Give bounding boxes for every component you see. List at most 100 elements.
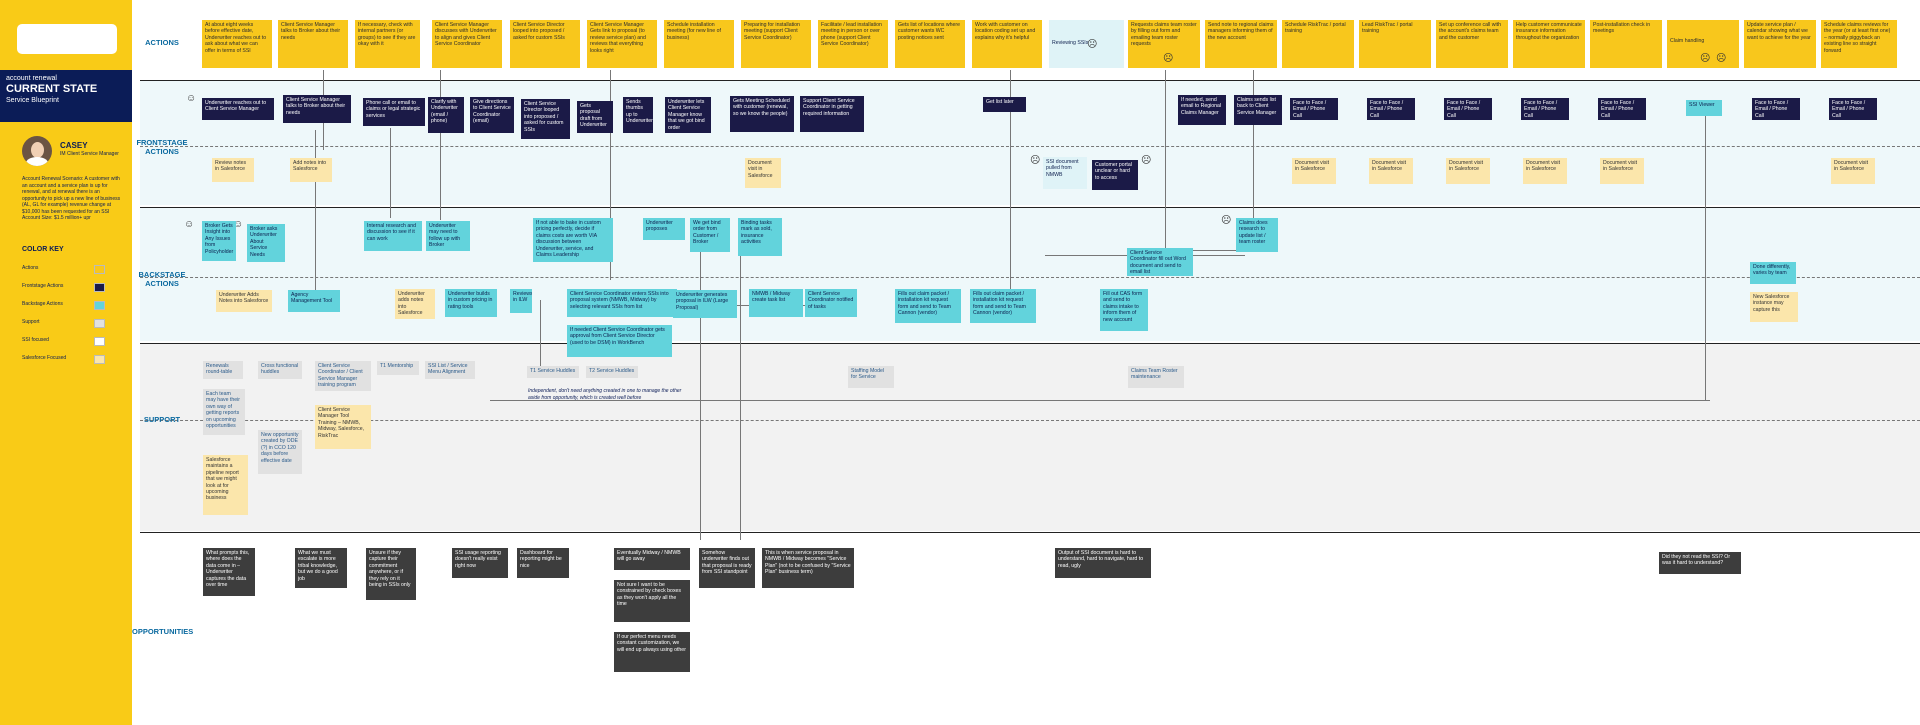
- smile-face-icon: ☺: [186, 93, 197, 104]
- support-card: T1 Mentorship: [377, 361, 419, 375]
- sidebar: account renewal CURRENT STATE Service Bl…: [0, 0, 132, 725]
- backstage-card: Underwriter proposes: [643, 218, 685, 240]
- frown-face-icon: ☹: [1163, 53, 1174, 64]
- smile-face-icon: ☺: [184, 219, 195, 230]
- backstage-card: Underwriter may need to follow up with B…: [426, 221, 470, 251]
- backstage-card: NMWB / Midway create task list: [749, 289, 803, 317]
- action-card: Reviewing SSIs: [1049, 20, 1124, 68]
- line-of-interaction: [140, 80, 1920, 82]
- color-key-item-support: Support: [22, 319, 105, 328]
- frontstage-card: Face to Face / Email / Phone Call: [1290, 98, 1338, 120]
- flow-connector: [490, 400, 1710, 401]
- opportunity-card: Eventually Midway / NMWB will go away: [614, 548, 690, 570]
- flow-connector: [440, 70, 441, 220]
- frontstage-card: Claims sends list back to Client Service…: [1234, 95, 1282, 125]
- backstage-card: Internal research and discussion to see …: [364, 221, 422, 251]
- flow-connector: [740, 230, 741, 540]
- frontstage-card: Sends thumbs up to Underwriter: [623, 97, 653, 133]
- frontstage-card: Document visit in Salesforce: [1446, 158, 1490, 184]
- support-card: Salesforce maintains a pipeline report t…: [203, 455, 248, 515]
- action-card: Client Service Manager discusses with Un…: [432, 20, 502, 68]
- frontstage-card: Face to Face / Email / Phone Call: [1521, 98, 1569, 120]
- action-card: Client Service Director looped into prop…: [510, 20, 580, 68]
- backstage-card: Fills out claim packet / installation ki…: [895, 289, 961, 323]
- color-key-swatch: [94, 319, 105, 328]
- opportunity-card: What we must escalate is more tribal kno…: [295, 548, 347, 588]
- action-card: Update service plan / calendar showing w…: [1744, 20, 1816, 68]
- action-card: Claim handling: [1667, 20, 1739, 68]
- opportunity-card: This is when service proposal in NMWB / …: [762, 548, 854, 588]
- frontstage-card: Add notes into Salesforce: [290, 158, 332, 182]
- color-key-swatch: [94, 265, 105, 274]
- line-of-visibility: [140, 207, 1920, 209]
- backstage-card: Fills out claim packet / installation ki…: [970, 289, 1036, 323]
- blueprint-doc-type: Service Blueprint: [6, 97, 59, 104]
- flow-connector: [1010, 70, 1011, 300]
- flow-connector: [610, 70, 611, 280]
- color-key-label: Salesforce Focused: [22, 355, 67, 361]
- persona-scenario: Account Renewal Scenario: A customer wit…: [22, 176, 121, 221]
- lane-label-actions: ACTIONS: [145, 38, 179, 47]
- action-card: Help customer communicate insurance info…: [1513, 20, 1585, 68]
- frontstage-card: Client Service Manager talks to Broker a…: [283, 95, 351, 123]
- search-box[interactable]: [17, 24, 117, 54]
- frown-face-icon: ☹: [1221, 215, 1232, 226]
- support-card: Cross functional huddles: [258, 361, 302, 379]
- color-key-swatch: [94, 283, 105, 292]
- backstage-card: Done differently, varies by team: [1750, 262, 1796, 284]
- flow-connector: [1165, 250, 1255, 251]
- opportunity-card: Output of SSI document is hard to unders…: [1055, 548, 1151, 578]
- opportunity-card: Dashboard for reporting might be nice: [517, 548, 569, 578]
- support-note: Independent, don't need anything created…: [528, 388, 682, 401]
- support-card: T1 Service Huddles: [527, 366, 579, 378]
- frontstage-card: Customer portal unclear or hard to acces…: [1092, 160, 1138, 190]
- backstage-card: Underwriter Adds Notes into Salesforce: [216, 290, 272, 312]
- color-key-label: Support: [22, 319, 40, 325]
- action-card: Preparing for installation meeting (supp…: [741, 20, 811, 68]
- frontstage-card: Review notes in Salesforce: [212, 158, 254, 182]
- frontstage-card: Document visit in Salesforce: [745, 158, 781, 188]
- frontstage-divider: [140, 146, 1920, 147]
- lane-label-frontstage: FRONTSTAGE ACTIONS: [136, 138, 188, 156]
- action-card: Schedule claims reviews for the year (or…: [1821, 20, 1897, 68]
- action-card: Requests claims team roster by filling o…: [1128, 20, 1200, 68]
- backstage-card: New Salesforce instance may capture this: [1750, 292, 1798, 322]
- backstage-card: Client Service Coordinator notified of t…: [805, 289, 857, 317]
- frontstage-card: SSI Viewer: [1686, 100, 1722, 116]
- opportunity-card: Somehow underwriter finds out that propo…: [699, 548, 755, 588]
- flow-connector: [315, 130, 316, 290]
- lane-label-backstage: BACKSTAGE ACTIONS: [138, 270, 186, 288]
- support-divider: [140, 420, 1920, 421]
- flow-connector: [700, 230, 701, 540]
- backstage-card: Underwriter generates proposal in ILW (L…: [673, 290, 737, 318]
- action-card: Gets list of locations where customer wa…: [895, 20, 965, 68]
- frown-face-icon: ☹: [1030, 155, 1041, 166]
- blueprint-title: CURRENT STATE: [6, 83, 98, 95]
- support-bottom-line: [140, 532, 1920, 534]
- smile-face-icon: ☺: [233, 219, 244, 230]
- support-card: Renewals round-table: [203, 361, 243, 379]
- support-card: Staffing Model for Service: [848, 366, 894, 388]
- action-card: Facilitate / lead installation meeting i…: [818, 20, 888, 68]
- backstage-card: Reviews in ILW: [510, 289, 532, 313]
- persona-avatar: [22, 136, 52, 166]
- lane-label-opportunities: OPPORTUNITIES: [132, 627, 194, 636]
- backstage-card: Underwriter adds notes into Salesforce: [395, 289, 435, 319]
- blueprint-title-block: account renewal CURRENT STATE Service Bl…: [0, 70, 132, 122]
- action-card: Client Service Manager talks to Broker a…: [278, 20, 348, 68]
- flow-connector: [685, 305, 805, 306]
- action-card: Set up conference call with the account'…: [1436, 20, 1508, 68]
- color-key-swatch: [94, 355, 105, 364]
- frontstage-card: SSI document pulled from NMWB: [1043, 157, 1087, 189]
- color-key-item-backstage: Backstage Actions: [22, 301, 105, 310]
- support-card: Client Service Manager Tool Training – N…: [315, 405, 371, 449]
- support-card: T2 Service Huddles: [586, 366, 638, 378]
- action-card: Work with customer on location coding se…: [972, 20, 1042, 68]
- action-card: Schedule installation meeting (for new l…: [664, 20, 734, 68]
- support-card: Claims Team Roster maintenance: [1128, 366, 1184, 388]
- frontstage-card: Underwriter lets Client Service Manager …: [665, 97, 711, 133]
- color-key-item-salesforce: Salesforce Focused: [22, 355, 105, 364]
- action-card: At about eight weeks before effective da…: [202, 20, 272, 68]
- color-key-label: Actions: [22, 265, 39, 271]
- frontstage-card: Face to Face / Email / Phone Call: [1752, 98, 1800, 120]
